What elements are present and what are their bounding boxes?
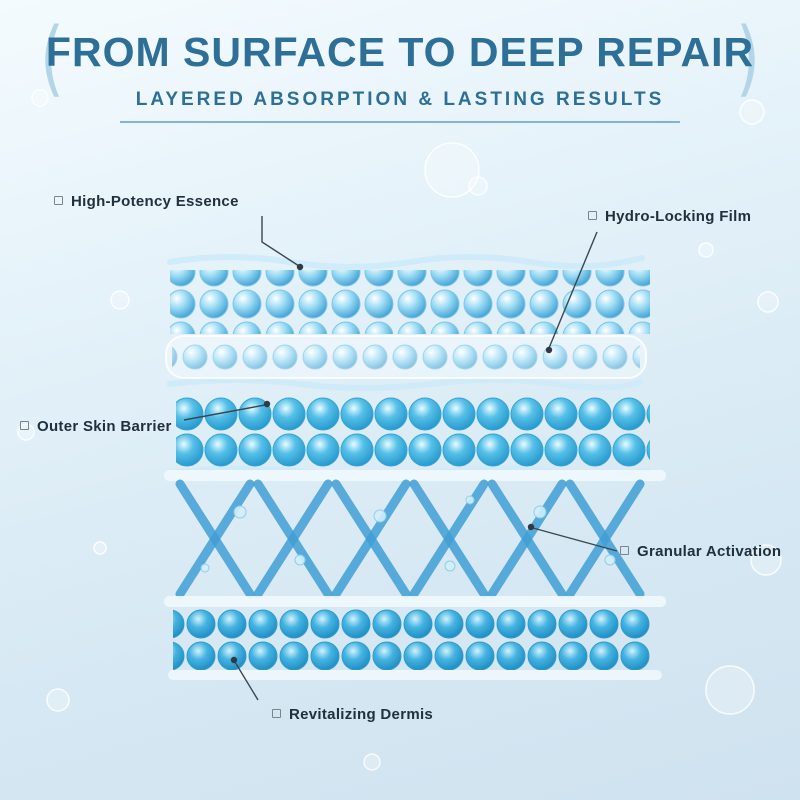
label-outer-skin-barrier: Outer Skin Barrier	[20, 418, 172, 435]
label-text: Outer Skin Barrier	[37, 418, 172, 435]
square-bullet-icon	[620, 546, 629, 555]
label-text: High-Potency Essence	[71, 193, 239, 210]
square-bullet-icon	[272, 709, 281, 718]
label-hydro-locking-film: Hydro-Locking Film	[588, 208, 751, 225]
dermis-layer-illustration	[173, 608, 651, 670]
header: FROM SURFACE TO DEEP REPAIR LAYERED ABSO…	[0, 29, 800, 124]
square-bullet-icon	[588, 211, 597, 220]
barrier-layer-illustration	[176, 396, 650, 468]
slab-base	[168, 670, 662, 680]
slab-divider-top	[164, 470, 666, 481]
lattice-layer-illustration	[175, 479, 645, 599]
film-layer-illustration	[165, 335, 647, 379]
leader-dots	[230, 263, 553, 664]
close-paren-decoration: )	[736, 11, 760, 106]
square-bullet-icon	[20, 421, 29, 430]
label-granular-activation: Granular Activation	[620, 543, 781, 560]
label-high-potency-essence: High-Potency Essence	[54, 193, 239, 210]
label-text: Granular Activation	[637, 543, 782, 560]
slab-divider-bottom	[164, 596, 666, 607]
label-text: Hydro-Locking Film	[605, 208, 752, 225]
label-revitalizing-dermis: Revitalizing Dermis	[272, 706, 433, 723]
subtitle-underline: LAYERED ABSORPTION & LASTING RESULTS	[119, 89, 681, 124]
page-subtitle: LAYERED ABSORPTION & LASTING RESULTS	[135, 89, 665, 111]
label-text: Revitalizing Dermis	[289, 706, 434, 723]
essence-layer-illustration	[170, 270, 650, 334]
square-bullet-icon	[54, 196, 63, 205]
open-paren-decoration: (	[40, 11, 64, 106]
background-bubbles	[17, 89, 782, 771]
lattice-granules	[200, 495, 616, 573]
page-title: FROM SURFACE TO DEEP REPAIR	[45, 29, 755, 75]
leader-lines	[183, 216, 618, 701]
